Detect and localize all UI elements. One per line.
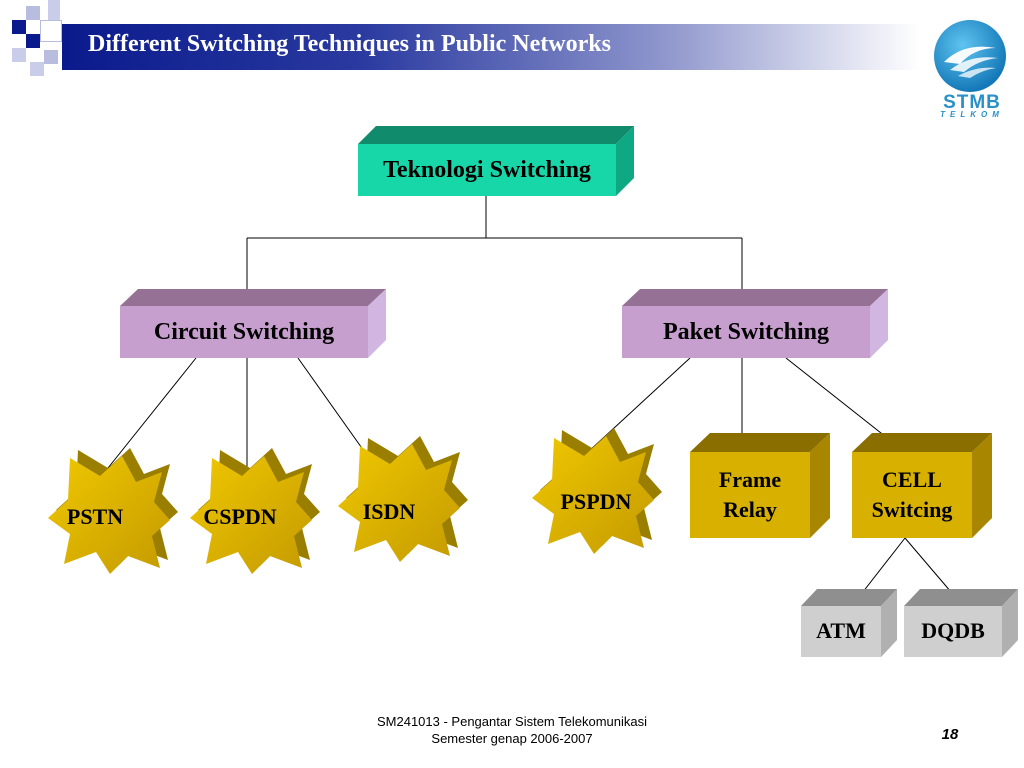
logo-subtitle: TELKOM [940, 110, 1004, 119]
burst-node-isdn [338, 436, 468, 562]
page-number: 18 [941, 726, 959, 743]
decor-square [26, 6, 40, 20]
box-node-atm [801, 589, 897, 657]
footer-course: SM241013 - Pengantar Sistem Telekomunika… [376, 714, 648, 729]
slide-title: Different Switching Techniques in Public… [88, 31, 611, 57]
pspdn-label: PSPDN [560, 489, 632, 514]
category-node-circuit-switching [120, 289, 386, 358]
root-node-teknologi-switching [358, 126, 634, 196]
cell-switching-label-line2: Switcing [871, 497, 953, 522]
logo-name: STMB [943, 92, 1001, 113]
frame-relay-label-line2: Relay [723, 497, 777, 522]
circuit-switching-label: Circuit Switching [153, 319, 335, 345]
burst-node-cspdn [190, 448, 320, 574]
isdn-label: ISDN [362, 499, 416, 524]
burst-node-pspdn [532, 428, 662, 554]
box-node-dqdb [904, 589, 1018, 657]
decor-square [30, 62, 44, 76]
footer-semester: Semester genap 2006-2007 [431, 731, 593, 746]
header-bar [62, 24, 920, 70]
paket-switching-label: Paket Switching [662, 319, 829, 345]
frame-relay-label-line1: Frame [718, 467, 782, 492]
burst-node-pstn [48, 448, 178, 574]
box-node-frame-relay [690, 433, 830, 538]
root-label: Teknologi Switching [383, 157, 591, 183]
stmb-telkom-logo-icon [934, 20, 1006, 92]
category-node-paket-switching [622, 289, 888, 358]
decor-square [12, 48, 26, 62]
cell-switching-label-line1: CELL [882, 467, 942, 492]
cspdn-label: CSPDN [203, 504, 277, 529]
switching-tree-diagram [48, 126, 1018, 657]
decor-square [48, 0, 60, 20]
box-node-cell-switching [852, 433, 992, 538]
decor-square [44, 50, 58, 64]
dqdb-label: DQDB [921, 618, 985, 643]
pstn-label: PSTN [66, 504, 124, 529]
decor-square [26, 34, 40, 48]
decor-square [40, 20, 62, 42]
footer: SM241013 - Pengantar Sistem Telekomunika… [300, 713, 724, 747]
atm-label: ATM [816, 618, 866, 643]
decor-square [12, 20, 26, 34]
